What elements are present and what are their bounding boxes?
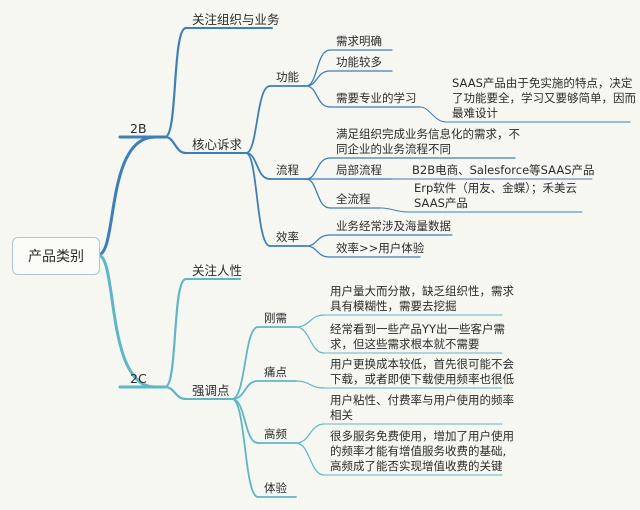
- note-line: 具有模糊性，需要去挖掘: [330, 299, 457, 313]
- node-func-item[interactable]: 需求明确: [336, 34, 382, 48]
- note-line: SAAS产品由于免实施的特点，决定: [452, 76, 633, 90]
- node-b2b-focus[interactable]: 关注组织与业务: [192, 12, 280, 27]
- node-func-item[interactable]: 需要专业的学习: [336, 91, 417, 105]
- note-line: 了功能要全，学习又要够简单，因而: [452, 91, 636, 105]
- note-line: 用户量大而分散，缺乏组织性，需求: [330, 284, 514, 298]
- note-line: 用户粘性、付费率与用户使用的频率: [330, 393, 514, 407]
- node-flow-partial-note[interactable]: B2B电商、Salesforce等SAAS产品: [412, 163, 595, 177]
- node-freq-note[interactable]: 用户粘性、付费率与用户使用的频率 相关: [330, 393, 514, 423]
- node-func-note[interactable]: SAAS产品由于免实施的特点，决定 了功能要全，学习又要够简单，因而 最难设计: [452, 76, 636, 121]
- node-exp[interactable]: 体验: [264, 481, 287, 495]
- note-line: 高频成了能否实现增值收费的关键: [330, 459, 503, 473]
- edge-root-2c: [96, 253, 157, 389]
- note-line: 下载，或者即使下载使用频率也很低: [330, 372, 514, 386]
- root-node[interactable]: 产品类别: [12, 237, 100, 275]
- edge-2b-focus: [163, 26, 188, 139]
- note-line: 经常看到一些产品YY出一些客户需: [330, 322, 506, 336]
- note-line: 同企业的业务流程不同: [336, 142, 451, 156]
- note-line: 满足组织完成业务信息化的需求，不: [336, 127, 520, 141]
- node-func-item[interactable]: 功能较多: [336, 55, 382, 69]
- node-b2c-focus[interactable]: 关注人性: [192, 263, 243, 278]
- note-line: 求，但这些需求根本就不需要: [330, 337, 480, 351]
- node-eff[interactable]: 效率: [276, 230, 299, 244]
- node-eff-item[interactable]: 业务经常涉及海量数据: [336, 219, 451, 233]
- node-func[interactable]: 功能: [276, 70, 299, 84]
- node-flow-top[interactable]: 满足组织完成业务信息化的需求，不 同企业的业务流程不同: [336, 127, 520, 157]
- node-rigid[interactable]: 刚需: [264, 311, 287, 325]
- note-line: 最难设计: [452, 106, 498, 120]
- edge-root-2b: [96, 135, 157, 257]
- note-line: 用户更换成本较低，首先很可能不会: [330, 357, 514, 371]
- node-flow[interactable]: 流程: [276, 163, 299, 177]
- node-2b[interactable]: 2B: [130, 121, 147, 136]
- note-line: 相关: [330, 408, 353, 422]
- note-line: 很多服务免费使用，增加了用户使用: [330, 429, 514, 443]
- node-rigid-note[interactable]: 经常看到一些产品YY出一些客户需 求，但这些需求根本就不需要: [330, 322, 505, 352]
- node-2c[interactable]: 2C: [130, 371, 147, 386]
- note-line: SAAS产品: [414, 196, 468, 210]
- node-b2c-stress[interactable]: 强调点: [192, 383, 230, 398]
- note-line: 的频率才能有增值服务收费的基础,: [330, 444, 507, 458]
- node-freq[interactable]: 高频: [264, 427, 287, 441]
- note-line: Erp软件（用友、金蝶）；禾美云: [414, 181, 578, 195]
- node-flow-full[interactable]: 全流程: [336, 192, 371, 206]
- node-flow-full-note[interactable]: Erp软件（用友、金蝶）；禾美云 SAAS产品: [414, 181, 577, 211]
- node-rigid-note[interactable]: 用户量大而分散，缺乏组织性，需求 具有模糊性，需要去挖掘: [330, 284, 514, 314]
- node-flow-partial[interactable]: 局部流程: [336, 163, 382, 177]
- edge-2b-core: [163, 135, 188, 155]
- node-eff-item[interactable]: 效率>>用户体验: [336, 241, 425, 255]
- node-b2b-core[interactable]: 核心诉求: [192, 137, 243, 152]
- node-pain-note[interactable]: 用户更换成本较低，首先很可能不会 下载，或者即使下载使用频率也很低: [330, 357, 514, 387]
- node-freq-note[interactable]: 很多服务免费使用，增加了用户使用 的频率才能有增值服务收费的基础, 高频成了能否…: [330, 429, 514, 474]
- node-pain[interactable]: 痛点: [264, 365, 287, 379]
